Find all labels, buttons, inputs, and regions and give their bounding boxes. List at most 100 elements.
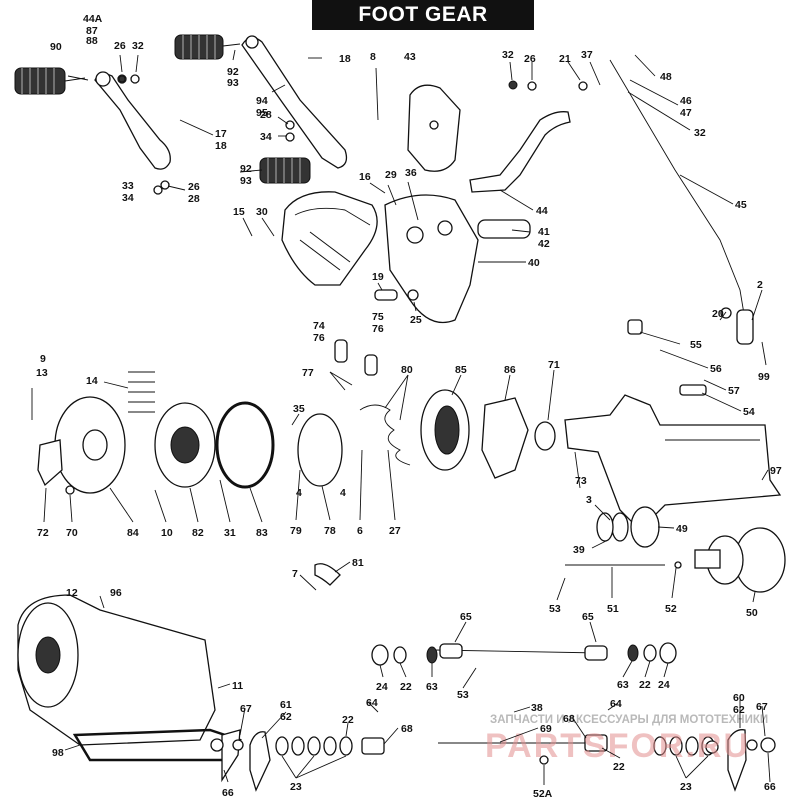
callout-26: 26 xyxy=(188,181,200,193)
callout-8: 8 xyxy=(370,51,376,63)
diagram-title: FOOT GEAR SHIFTER xyxy=(312,0,534,56)
callout-76: 76 xyxy=(313,332,325,344)
callout-24: 24 xyxy=(658,679,670,691)
callout-93: 93 xyxy=(240,175,252,187)
callout-65: 65 xyxy=(582,611,594,623)
callout-32: 32 xyxy=(694,127,706,139)
callout-65: 65 xyxy=(460,611,472,623)
callout-17: 17 xyxy=(215,128,227,140)
callout-88: 88 xyxy=(86,35,98,47)
callout-34: 34 xyxy=(122,192,134,204)
callout-52A: 52A xyxy=(533,788,553,800)
callout-92: 92 xyxy=(227,66,239,78)
callout-83: 83 xyxy=(256,527,268,539)
callout-81: 81 xyxy=(352,557,364,569)
callout-13: 13 xyxy=(36,367,48,379)
callout-62: 62 xyxy=(280,711,292,723)
callout-15: 15 xyxy=(233,206,245,218)
callout-29: 29 xyxy=(385,169,397,181)
spring-92-top xyxy=(174,34,241,60)
callout-64: 64 xyxy=(366,697,378,709)
callout-73: 73 xyxy=(575,475,587,487)
arm-81 xyxy=(314,563,341,586)
callout-78: 78 xyxy=(324,525,336,537)
callout-18: 18 xyxy=(215,140,227,152)
callout-95: 95 xyxy=(256,107,268,119)
callout-2: 2 xyxy=(757,279,763,291)
callout-96: 96 xyxy=(110,587,122,599)
callout-10: 10 xyxy=(161,527,173,539)
callout-25: 25 xyxy=(410,314,422,326)
callout-24: 24 xyxy=(376,681,388,693)
callout-99: 99 xyxy=(758,371,770,383)
callout-44A: 44A xyxy=(83,13,103,25)
callout-86: 86 xyxy=(504,364,516,376)
shaft-41 xyxy=(477,219,531,239)
callout-6: 6 xyxy=(357,525,363,537)
callout-26: 26 xyxy=(114,40,126,52)
callout-98: 98 xyxy=(52,747,64,759)
part-drawings xyxy=(14,34,786,792)
callout-11: 11 xyxy=(232,680,243,692)
callout-9: 9 xyxy=(40,353,46,365)
housing-cover xyxy=(281,191,378,286)
callout-46: 46 xyxy=(680,95,692,107)
gasket-83 xyxy=(215,401,275,489)
rod-45 xyxy=(609,59,746,321)
callout-82: 82 xyxy=(192,527,204,539)
callout-85: 85 xyxy=(455,364,467,376)
callout-28: 28 xyxy=(260,109,272,121)
callout-71: 71 xyxy=(548,359,560,371)
callout-4: 4 xyxy=(340,487,346,499)
callout-64: 64 xyxy=(610,698,622,710)
callout-21: 21 xyxy=(559,53,571,65)
transmission-case-97 xyxy=(564,394,782,531)
callout-68: 68 xyxy=(401,723,413,735)
callout-32: 32 xyxy=(132,40,144,52)
callout-22: 22 xyxy=(400,681,412,693)
callout-labels: 44A 87 88 90 26 32 92 93 94 95 18 8 43 3… xyxy=(36,13,782,800)
callout-74: 74 xyxy=(313,320,325,332)
callout-45: 45 xyxy=(735,199,747,211)
callout-57: 57 xyxy=(728,385,740,397)
callout-51: 51 xyxy=(607,603,619,615)
callout-31: 31 xyxy=(224,527,236,539)
callout-79: 79 xyxy=(290,525,302,537)
callout-84: 84 xyxy=(127,527,139,539)
callout-92: 92 xyxy=(240,163,252,175)
housing-40 xyxy=(384,194,479,324)
callout-80: 80 xyxy=(401,364,413,376)
callout-42: 42 xyxy=(538,238,550,250)
callout-26: 26 xyxy=(524,53,536,65)
callout-62: 62 xyxy=(733,704,745,716)
callout-49: 49 xyxy=(676,523,688,535)
callout-56: 56 xyxy=(710,363,722,375)
lever-44 xyxy=(469,111,571,193)
callout-22: 22 xyxy=(613,761,625,773)
callout-4: 4 xyxy=(296,487,302,499)
callout-87: 87 xyxy=(86,25,98,37)
watermark-logo: PARTSFOR.RU xyxy=(485,727,750,765)
callout-32: 32 xyxy=(502,49,514,61)
callout-66: 66 xyxy=(222,787,234,799)
callout-12: 12 xyxy=(66,587,78,599)
callout-50: 50 xyxy=(746,607,758,619)
callout-67: 67 xyxy=(240,703,252,715)
fork-61 xyxy=(249,731,271,792)
shift-lever-88 xyxy=(94,73,171,170)
callout-23: 23 xyxy=(290,781,302,793)
callout-3: 3 xyxy=(586,494,592,506)
callout-7: 7 xyxy=(292,568,298,580)
callout-52: 52 xyxy=(665,603,677,615)
callout-16: 16 xyxy=(359,171,371,183)
callout-63: 63 xyxy=(426,681,438,693)
callout-48: 48 xyxy=(660,71,672,83)
callout-67: 67 xyxy=(756,701,768,713)
callout-33: 33 xyxy=(122,180,134,192)
callout-61: 61 xyxy=(280,699,292,711)
callout-36: 36 xyxy=(405,167,417,179)
callout-34: 34 xyxy=(260,131,272,143)
callout-44: 44 xyxy=(536,205,548,217)
spring-90 xyxy=(14,67,86,95)
